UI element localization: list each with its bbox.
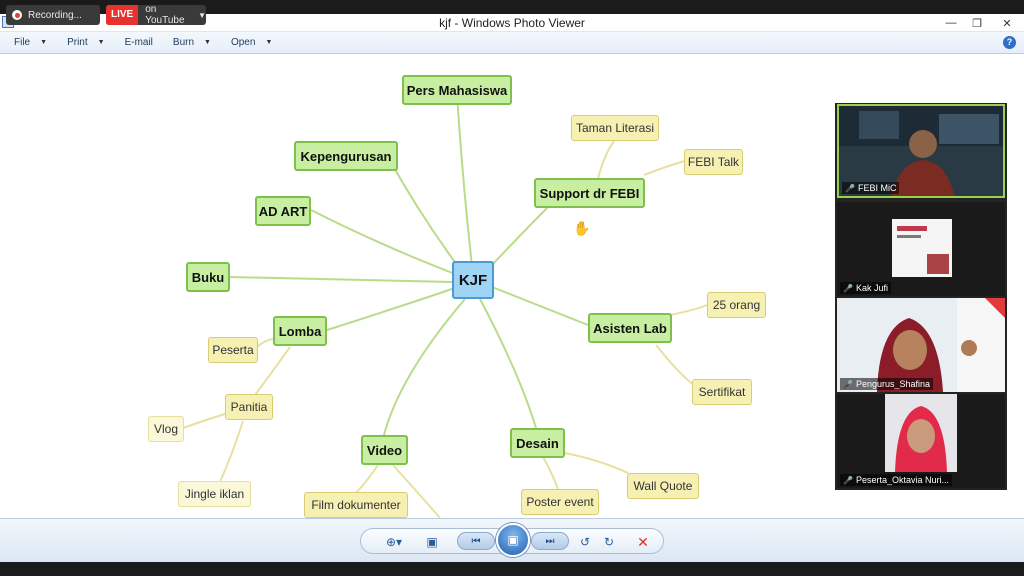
node-lomba: Lomba [273,316,327,346]
node-jingle-iklan: Jingle iklan [178,481,251,507]
zoom-icon[interactable]: ⊕▾ [381,533,407,551]
connector-febitalk [644,161,685,175]
menu-burn-label: Burn [173,37,194,48]
minimize-button[interactable]: — [938,14,964,32]
node-panitia: Panitia [225,394,273,420]
node-asisten-lab: Asisten Lab [588,313,672,343]
participant-tile[interactable]: 🎤 Kak Jufi [837,202,1005,296]
node-25-orang: 25 orang [707,292,766,318]
participant-tile[interactable]: 🎤 Pengurus_Shafina [837,298,1005,392]
node-buku: Buku [186,262,230,292]
chevron-down-icon: ▼ [204,39,211,46]
connector-pers [457,93,472,266]
menu-print[interactable]: Print ▼ [67,37,105,48]
connector-buku [229,277,452,282]
muted-microphone-icon: 🎤 [843,284,853,293]
muted-microphone-icon: 🎤 [843,476,853,485]
connector-support [490,207,548,267]
menu-email-label: E-mail [125,37,153,48]
actual-size-icon[interactable]: ▣ [423,533,441,551]
connector-vlog [183,413,228,428]
connector-kepengurusan [388,157,460,269]
participant-label: 🎤 Kak Jufi [840,282,891,294]
node-video: Video [361,435,408,465]
maximize-button[interactable]: ❐ [964,14,990,32]
recording-label: Recording... [28,10,82,21]
menu-print-label: Print [67,37,88,48]
connector-posterevent [543,457,558,489]
connector-adart [311,210,455,274]
node-sertifikat: Sertifikat [692,379,752,405]
node-kepengurusan: Kepengurusan [294,141,398,171]
node-vlog: Vlog [148,416,184,442]
node-febi-talk: FEBI Talk [684,149,743,175]
menu-open-label: Open [231,37,255,48]
previous-button[interactable]: ⏮ [457,532,495,550]
connector-video [384,299,465,435]
microphone-icon: 🎤 [845,184,855,193]
rotate-right-icon[interactable]: ↻ [601,533,617,551]
menu-file-label: File [14,37,30,48]
menu-file[interactable]: File ▼ [14,37,47,48]
node-wall-quote: Wall Quote [627,473,699,499]
connector-sertifikat [656,345,694,385]
participant-label: 🎤 FEBI MiC [842,182,899,194]
connector-taman [598,141,614,179]
participant-name: Kak Jufi [856,283,888,293]
menu-open[interactable]: Open ▼ [231,37,272,48]
menu-burn[interactable]: Burn ▼ [173,37,211,48]
node-support-febi: Support dr FEBI [534,178,645,208]
node-desain: Desain [510,428,565,458]
menu-email[interactable]: E-mail [125,37,153,48]
node-taman-literasi: Taman Literasi [571,115,659,141]
hand-cursor-icon: ✋ [573,220,590,237]
participant-name: FEBI MiC [858,183,897,193]
chevron-down-icon: ▼ [98,39,105,46]
node-pers-mahasiswa: Pers Mahasiswa [402,75,512,105]
node-poster-event: Poster event [521,489,599,515]
participants-panel: 🎤 FEBI MiC 🎤 Kak Jufi 🎤 Pengurus_Shafi [835,103,1007,490]
participant-name: Pengurus_Shafina [856,379,930,389]
connector-peserta [257,339,273,347]
viewer-toolbar: ⊕▾ ▣ ⏮ ▣ ⏭ ↺ ↻ ✕ [0,518,1024,562]
next-button[interactable]: ⏭ [531,532,569,550]
record-icon [12,10,22,20]
window-controls: — ❐ ✕ [938,14,1024,32]
muted-microphone-icon: 🎤 [843,380,853,389]
connector-panitia [255,347,290,395]
connector-jingle [220,421,243,482]
participant-tile[interactable]: 🎤 Peserta_Oktavia Nuri... [837,394,1005,488]
connector-lomba [327,288,455,330]
connector-asisten [492,287,588,325]
mindmap-center-node: KJF [452,261,494,299]
node-peserta: Peserta [208,337,258,363]
node-ad-art: AD ART [255,196,311,226]
connector-desain [480,299,536,428]
chevron-down-icon[interactable]: ▼ [198,11,206,20]
participant-tile[interactable]: 🎤 FEBI MiC [837,104,1005,198]
connector-filmdok [356,465,378,493]
slideshow-button[interactable]: ▣ [496,523,530,557]
chevron-down-icon: ▼ [265,39,272,46]
chevron-down-icon: ▼ [40,39,47,46]
live-stream-indicator[interactable]: LIVE on YouTube ▼ [106,5,206,25]
viewer-controls: ⊕▾ ▣ ⏮ ▣ ⏭ ↺ ↻ ✕ [360,528,664,554]
rotate-left-icon[interactable]: ↺ [577,533,593,551]
connector-wallquote [565,453,628,473]
help-icon[interactable]: ? [1003,36,1016,49]
live-badge: LIVE [106,5,138,25]
node-film-dokumenter: Film dokumenter [304,492,408,518]
connector-orang [670,305,707,315]
delete-icon[interactable]: ✕ [635,533,651,551]
close-button[interactable]: ✕ [990,14,1024,32]
command-bar: File ▼ Print ▼ E-mail Burn ▼ Open ▼ ? [0,32,1024,54]
live-target-label: on YouTube [145,4,194,26]
recording-indicator[interactable]: Recording... [6,5,100,25]
participant-label: 🎤 Peserta_Oktavia Nuri... [840,474,952,486]
participant-label: 🎤 Pengurus_Shafina [840,378,933,390]
participant-name: Peserta_Oktavia Nuri... [856,475,949,485]
